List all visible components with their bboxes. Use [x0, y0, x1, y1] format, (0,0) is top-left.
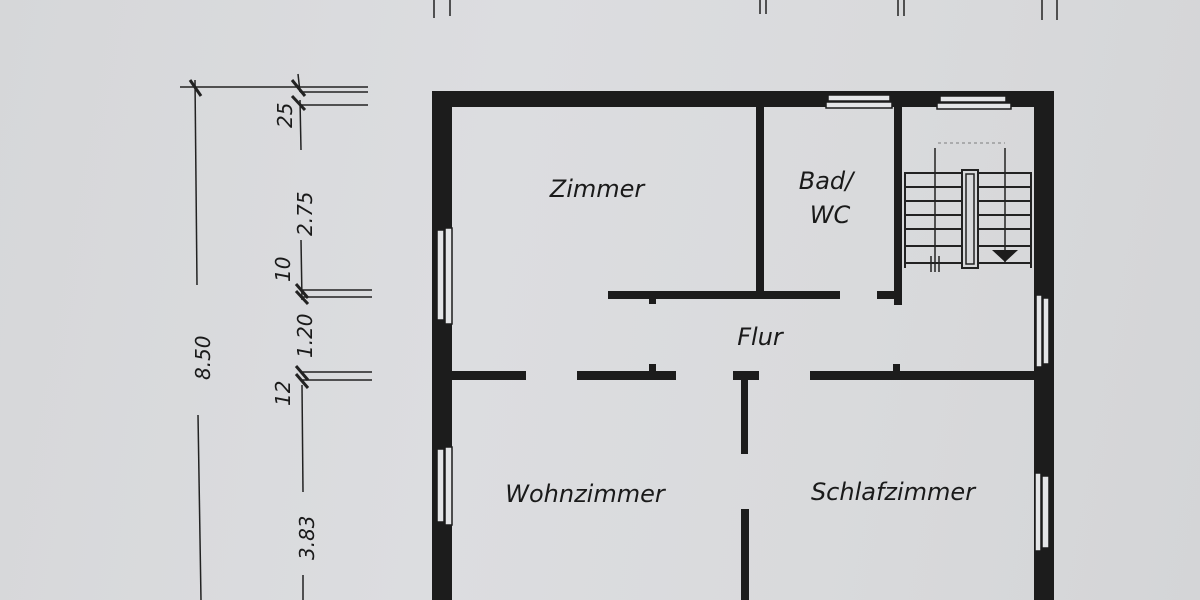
room-label-schlafzimmer: Schlafzimmer — [811, 478, 977, 506]
interior-walls — [452, 107, 1034, 600]
room-label-wohnzimmer: Wohnzimmer — [505, 480, 667, 508]
dimension-chain — [180, 73, 372, 600]
dimension-275: 2.75 — [293, 191, 317, 236]
stair-direction-arrow-icon — [992, 250, 1018, 262]
staircase — [904, 142, 1032, 272]
room-label-wc: WC — [810, 201, 851, 229]
dimension-labels: 8.50 25 2.75 10 1.20 12 3.83 — [191, 103, 319, 560]
room-label-flur: Flur — [737, 323, 785, 351]
dimension-12: 12 — [271, 381, 295, 406]
room-labels: Zimmer Bad/ WC Flur Wohnzimmer Schlafzim… — [505, 167, 977, 508]
dimension-total: 8.50 — [191, 335, 215, 380]
dimension-383: 3.83 — [295, 515, 319, 560]
windows — [436, 94, 1050, 552]
room-label-bad: Bad/ — [799, 167, 856, 195]
dimension-120: 1.20 — [293, 313, 317, 358]
dimension-25: 25 — [273, 103, 297, 128]
room-label-zimmer: Zimmer — [549, 175, 647, 203]
top-dimension-ticks — [433, 0, 1058, 20]
dimension-10: 10 — [271, 257, 295, 282]
